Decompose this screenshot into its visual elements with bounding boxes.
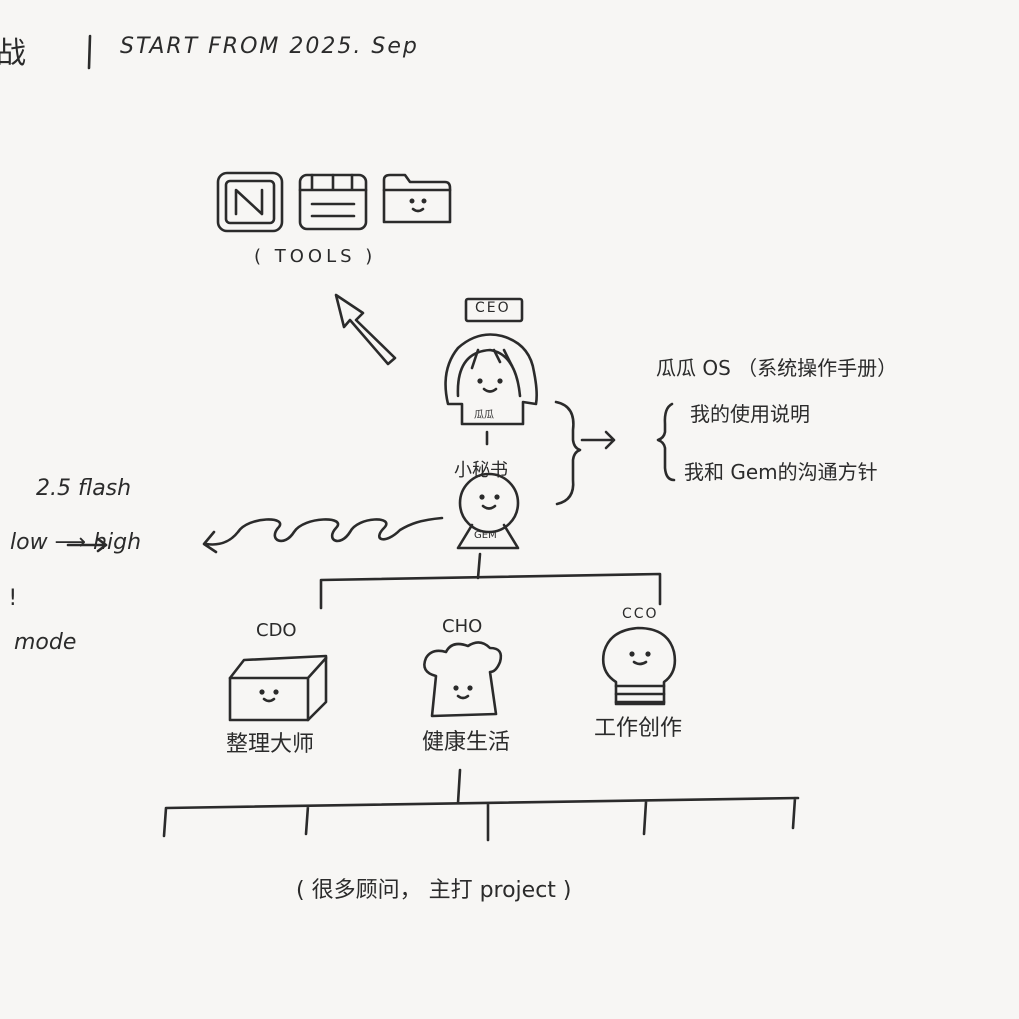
model-partial-1: : ! [0,586,18,611]
header-title-fragment: 战 [0,36,29,71]
header-divider-line [87,34,92,70]
curly-arrow-head [202,530,218,554]
os-title: 瓜瓜 OS （系统操作手册） [656,356,898,380]
chef-icon [423,641,503,718]
ceo-badge-frame [464,297,524,323]
notion-icon [216,171,284,233]
footer-note: ( 很多顾问， 主打 project ) [296,878,572,903]
dept-code-cdo: CDO [256,620,297,641]
dept-code-cho: CHO [442,616,483,637]
dept-name-cho: 健康生活 [422,730,511,755]
bottom-bar [162,796,800,842]
bottom-trunk [456,768,462,805]
gem-trunk [476,552,482,580]
right-brace [554,400,582,506]
dept-bar [319,572,662,610]
dept-name-cco: 工作创作 [594,716,683,741]
gem-avatar [456,472,520,550]
secretary-label: 小秘书 [454,460,508,481]
model-range: low ⟶ high [10,530,142,555]
dept-code-cco: CCO [622,606,659,622]
gem-shirt-text: GEM [474,530,497,541]
box-icon [228,654,328,722]
brace-arrow [580,430,616,450]
tools-arrow [334,293,397,366]
calendar-icon [298,173,368,231]
os-item-communication: 我和 Gem的沟通方针 [684,460,878,484]
lightbulb-icon [601,626,677,706]
os-item-usage: 我的使用说明 [690,402,810,426]
os-brace [656,402,676,482]
dept-name-cdo: 整理大师 [226,732,315,757]
ceo-avatar [444,333,538,426]
model-partial-2: mode [14,630,77,655]
ceo-shirt-text: 瓜瓜 [474,410,494,421]
curly-arrow [204,516,444,546]
low-high-arrow [66,537,108,553]
header-subtitle: START FROM 2025. Sep [120,34,419,59]
model-name: 2.5 flash [36,476,132,501]
ceo-badge: CEO [475,300,511,316]
tools-label: ( TOOLS ) [254,246,377,267]
folder-icon [382,173,452,224]
